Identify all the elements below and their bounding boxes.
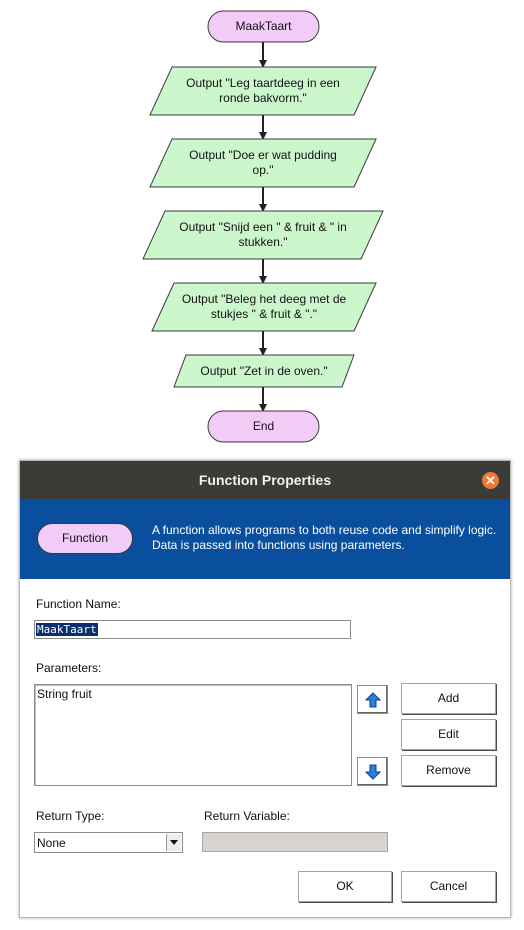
ok-button[interactable]: OK: [298, 871, 392, 902]
close-icon[interactable]: ✕: [482, 472, 499, 489]
parameters-list[interactable]: String fruit: [34, 684, 352, 786]
flowchart: [142, 10, 384, 443]
remove-button[interactable]: Remove: [401, 755, 496, 786]
function-properties-dialog: Function Properties ✕ Function A functio…: [19, 460, 511, 918]
arrow-up-icon: [365, 692, 381, 708]
output-block[interactable]: [149, 138, 377, 188]
return-type-select[interactable]: None: [34, 832, 183, 853]
start-terminal[interactable]: [207, 10, 320, 43]
dialog-banner: Function A function allows programs to b…: [20, 499, 510, 579]
banner-description: A function allows programs to both reuse…: [152, 523, 497, 552]
output-label: Output "Beleg het deeg met de stukjes " …: [181, 292, 347, 321]
parameters-label: Parameters:: [36, 661, 102, 675]
output-block[interactable]: [151, 282, 377, 332]
output-label: Output "Doe er wat pudding op.": [189, 148, 337, 177]
dialog-title: Function Properties: [198, 472, 332, 488]
select-dropdown-button[interactable]: [166, 834, 181, 851]
dialog-titlebar[interactable]: Function Properties ✕: [20, 461, 510, 499]
return-type-value: None: [37, 836, 66, 850]
chevron-down-icon: [170, 840, 178, 845]
start-label: MaakTaart: [235, 19, 292, 33]
function-name-label: Function Name:: [36, 597, 121, 611]
edit-button[interactable]: Edit: [401, 719, 496, 750]
add-button[interactable]: Add: [401, 683, 496, 714]
end-label: End: [252, 419, 275, 433]
function-name-input[interactable]: MaakTaart: [34, 620, 351, 639]
function-pill: Function: [37, 523, 133, 554]
arrow-down-icon: [365, 764, 381, 780]
end-terminal[interactable]: [207, 410, 320, 443]
output-block[interactable]: [142, 210, 384, 260]
move-down-button[interactable]: [357, 757, 388, 786]
return-variable-input: [202, 832, 388, 852]
output-label: Output "Zet in de oven.": [200, 363, 328, 378]
return-variable-label: Return Variable:: [204, 809, 290, 823]
output-block[interactable]: [149, 66, 377, 116]
output-label: Output "Snijd een " & fruit & " in stukk…: [179, 220, 347, 249]
return-type-label: Return Type:: [36, 809, 105, 823]
cancel-button[interactable]: Cancel: [401, 871, 496, 902]
output-block[interactable]: [173, 354, 355, 388]
output-label: Output "Leg taartdeeg in een ronde bakvo…: [186, 76, 340, 105]
move-up-button[interactable]: [357, 685, 388, 714]
list-item[interactable]: String fruit: [37, 687, 92, 701]
function-name-value: MaakTaart: [36, 623, 98, 636]
